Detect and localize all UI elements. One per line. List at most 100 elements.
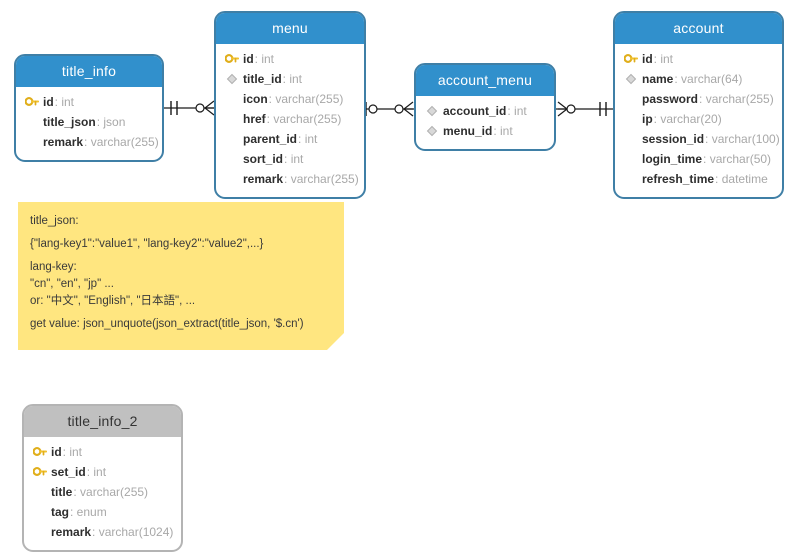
no-icon: [23, 115, 41, 129]
note-line: {"lang-key1":"value1", "lang-key2":"valu…: [30, 238, 264, 250]
field-name: href: [243, 112, 266, 126]
field-name: remark: [243, 172, 284, 186]
field-row[interactable]: id : int: [216, 49, 364, 69]
key-icon: [223, 52, 241, 66]
entity-account-header: account: [615, 13, 782, 44]
relationship-account_menu-account[interactable]: [555, 98, 615, 120]
entity-account_menu-fields: account_id : int menu_id : int: [416, 96, 554, 149]
field-type: : varchar(64): [674, 72, 743, 86]
field-name: remark: [43, 135, 84, 149]
field-type: : int: [282, 72, 303, 86]
field-row[interactable]: id : int: [24, 442, 181, 462]
field-name: name: [642, 72, 674, 86]
field-name: parent_id: [243, 132, 298, 146]
field-name: login_time: [642, 152, 703, 166]
no-icon: [23, 135, 41, 149]
field-row[interactable]: password : varchar(255): [615, 89, 782, 109]
field-row[interactable]: ip : varchar(20): [615, 109, 782, 129]
diamond-icon: [423, 104, 441, 118]
field-type: : enum: [70, 505, 107, 519]
entity-account_menu[interactable]: account_menu account_id : int menu_id: [414, 63, 556, 151]
entity-title_info_2[interactable]: title_info_2 id : int: [22, 404, 183, 552]
diamond-icon: [622, 72, 640, 86]
field-row[interactable]: name : varchar(64): [615, 69, 782, 89]
field-type: : int: [298, 132, 318, 146]
field-type: : varchar(255): [699, 92, 774, 106]
field-type: : varchar(255): [84, 135, 159, 149]
field-name: password: [642, 92, 699, 106]
note-line: lang-key:: [30, 261, 77, 273]
no-icon: [223, 92, 241, 106]
diamond-icon: [223, 72, 241, 86]
entity-account[interactable]: account id : int: [613, 11, 784, 199]
field-row[interactable]: parent_id : int: [216, 129, 364, 149]
field-type: : varchar(255): [284, 172, 359, 186]
entity-menu-header: menu: [216, 13, 364, 44]
field-name: title_json: [43, 115, 96, 129]
field-type: : int: [507, 104, 527, 118]
field-row[interactable]: icon : varchar(255): [216, 89, 364, 109]
field-row[interactable]: remark : varchar(255): [216, 169, 364, 189]
field-type: : varchar(20): [653, 112, 722, 126]
field-row[interactable]: title_json : json: [16, 112, 162, 132]
no-icon: [223, 132, 241, 146]
field-name: account_id: [443, 104, 507, 118]
entity-title_info[interactable]: title_info id : int title_json : json: [14, 54, 164, 162]
field-name: sort_id: [243, 152, 284, 166]
note-line: title_json:: [30, 215, 79, 227]
field-name: title: [51, 485, 73, 499]
field-row[interactable]: title : varchar(255): [24, 482, 181, 502]
field-name: menu_id: [443, 124, 493, 138]
field-type: : varchar(100): [705, 132, 780, 146]
field-row[interactable]: sort_id : int: [216, 149, 364, 169]
no-icon: [31, 525, 49, 539]
entity-title_info_2-header: title_info_2: [24, 406, 181, 437]
field-name: refresh_time: [642, 172, 715, 186]
relationship-title_info-menu[interactable]: [162, 97, 218, 119]
no-icon: [31, 505, 49, 519]
field-row[interactable]: session_id : varchar(100): [615, 129, 782, 149]
field-name: title_id: [243, 72, 282, 86]
entity-menu[interactable]: menu id : int ti: [214, 11, 366, 199]
field-type: : int: [54, 95, 75, 109]
field-type: : varchar(1024): [92, 525, 174, 539]
no-icon: [31, 485, 49, 499]
field-row[interactable]: id : int: [615, 49, 782, 69]
field-row[interactable]: remark : varchar(1024): [24, 522, 181, 542]
field-name: tag: [51, 505, 69, 519]
field-type: : int: [653, 52, 674, 66]
field-row[interactable]: title_id : int: [216, 69, 364, 89]
field-row[interactable]: remark : varchar(255): [16, 132, 162, 152]
field-row[interactable]: refresh_time : datetime: [615, 169, 782, 189]
note-line: get value: json_unquote(json_extract(tit…: [30, 318, 304, 330]
note-line: or: "中文", "English", "日本語", ...: [30, 295, 196, 307]
field-row[interactable]: href : varchar(255): [216, 109, 364, 129]
no-icon: [223, 112, 241, 126]
field-row[interactable]: tag : enum: [24, 502, 181, 522]
field-type: : varchar(255): [266, 112, 342, 126]
entity-account_menu-header: account_menu: [416, 65, 554, 96]
key-icon: [31, 445, 49, 459]
field-name: set_id: [51, 465, 86, 479]
no-icon: [622, 152, 640, 166]
field-row[interactable]: account_id : int: [416, 101, 554, 121]
title-json-note[interactable]: title_json: {"lang-key1":"value1", "lang…: [18, 202, 344, 350]
field-name: id: [51, 445, 62, 459]
field-name: id: [642, 52, 653, 66]
diamond-icon: [423, 124, 441, 138]
relationship-menu-account_menu[interactable]: [361, 98, 417, 120]
field-type: : int: [62, 445, 83, 459]
field-row[interactable]: menu_id : int: [416, 121, 554, 141]
entity-title_info-fields: id : int title_json : json remark : varc…: [16, 87, 162, 160]
field-name: remark: [51, 525, 92, 539]
field-name: id: [243, 52, 254, 66]
field-row[interactable]: id : int: [16, 92, 162, 112]
field-row[interactable]: login_time : varchar(50): [615, 149, 782, 169]
field-type: : varchar(50): [703, 152, 772, 166]
no-icon: [622, 132, 640, 146]
field-name: id: [43, 95, 54, 109]
field-name: session_id: [642, 132, 705, 146]
field-row[interactable]: set_id : int: [24, 462, 181, 482]
no-icon: [622, 172, 640, 186]
